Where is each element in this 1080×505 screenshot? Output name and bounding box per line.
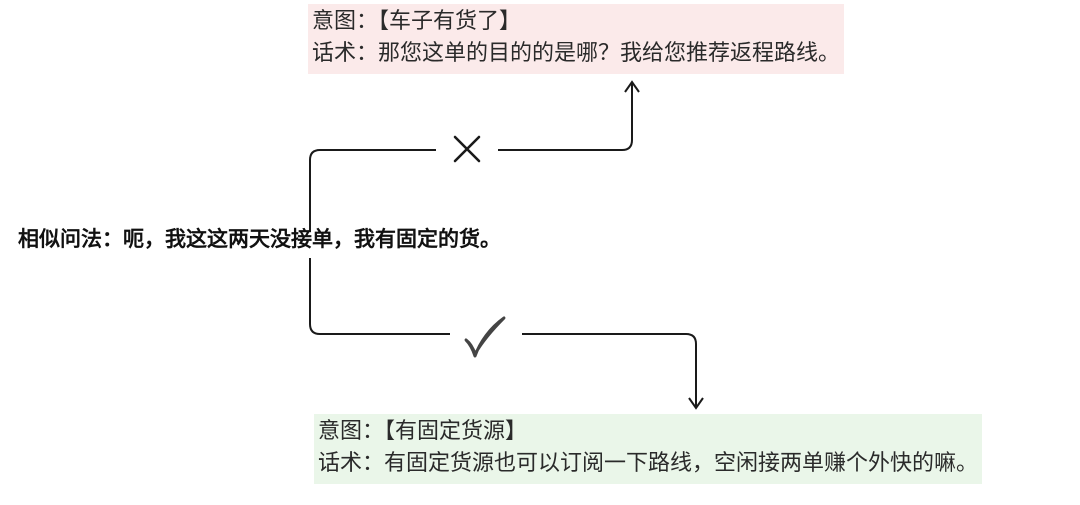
upper-connector-right: [498, 84, 633, 151]
right-intent-block: 意图：【有固定货源】 话术：有固定货源也可以订阅一下路线，空闲接两单赚个外快的嘛…: [314, 414, 983, 484]
wrong-intent-label: 意图：【车子有货了】: [312, 9, 522, 34]
lower-connector-right: [522, 333, 697, 406]
lower-arrow-head: [688, 397, 704, 410]
cross-icon: [453, 135, 481, 163]
right-reply-text: 话术：有固定货源也可以订阅一下路线，空闲接两单赚个外快的嘛。: [318, 451, 979, 476]
checkmark-icon: [464, 316, 506, 358]
upper-connector-left: [309, 149, 436, 232]
right-intent-label: 意图：【有固定货源】: [318, 419, 528, 444]
wrong-intent-block: 意图：【车子有货了】 话术：那您这单的目的的是哪？我给您推荐返程路线。: [308, 4, 845, 74]
lower-connector-left: [309, 258, 450, 335]
similar-query-text: 相似问法：呃，我这这两天没接单，我有固定的货。: [18, 227, 501, 251]
wrong-reply-text: 话术：那您这单的目的的是哪？我给您推荐返程路线。: [312, 41, 841, 66]
upper-arrow-head: [624, 80, 640, 93]
